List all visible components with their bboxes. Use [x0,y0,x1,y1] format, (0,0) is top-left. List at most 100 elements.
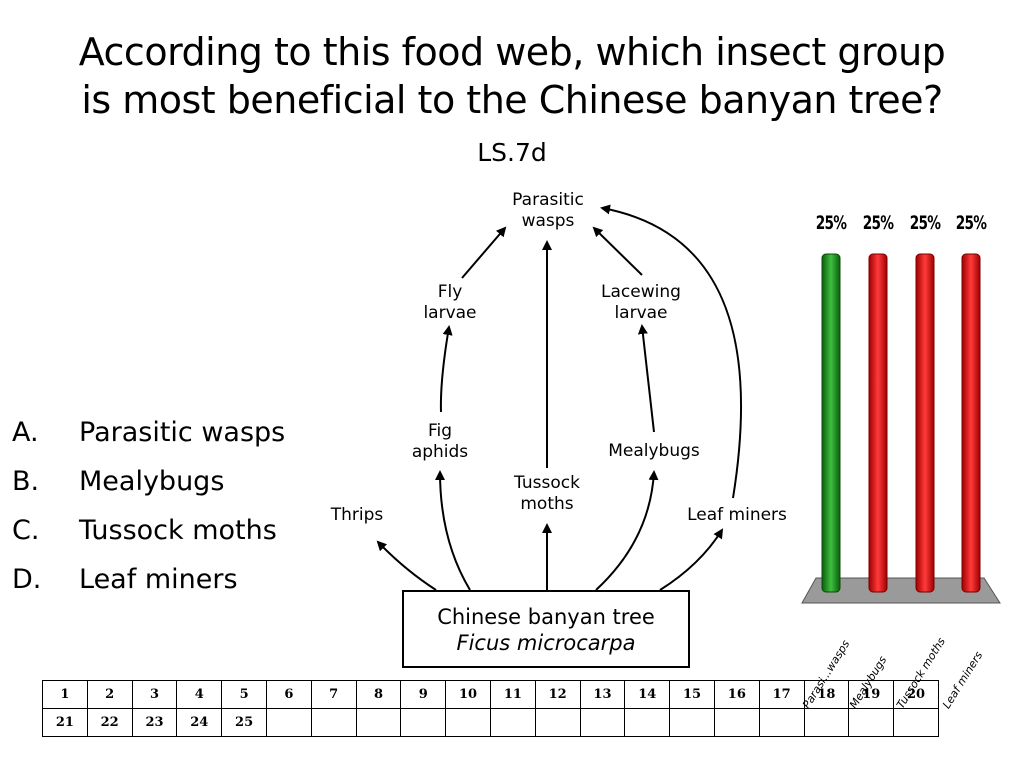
node-mealybugs: Mealybugs [596,441,712,462]
arrow-fig-aphids-to-fly-larvae [439,325,453,413]
answer-b[interactable]: B. Mealybugs [12,457,285,506]
node-label: larvae [423,303,477,323]
node-label: Leaf miners [687,505,787,525]
node-tussock-moths: Tussock moths [497,473,597,515]
grid-cell: 2 [86,680,133,709]
node-label: larvae [614,303,668,323]
answer-letter: C. [12,515,40,546]
answer-text: Mealybugs [79,466,225,497]
answer-letter: B. [12,466,40,497]
arrow-fly-larvae-to-parasitic-wasps [461,226,507,279]
grid-cell [579,708,626,737]
node-chinese-banyan-tree: Chinese banyan tree Ficus microcarpa [402,590,690,668]
grid-cell: 23 [131,708,178,737]
answer-a[interactable]: A. Parasitic wasps [12,408,285,457]
node-lacewing-larvae: Lacewing larvae [586,282,696,324]
node-leaf-miners: Leaf miners [674,505,800,526]
node-label: Lacewing [601,282,681,302]
chart-value-label: 25% [955,212,987,234]
grid-cell: 5 [221,680,267,709]
node-fly-larvae: Fly larvae [405,282,495,324]
grid-cell: 6 [265,680,312,709]
grid-cell [400,708,447,737]
arrow-tree-to-leaf-miners [659,528,724,591]
node-label: Parasitic [512,190,584,210]
grid-cell [803,708,850,737]
node-label: Tussock [514,473,580,493]
grid-cell: 21 [42,708,88,737]
chart-bar-1 [821,253,841,593]
chart-bar-2 [868,253,888,593]
grid-cell: 4 [176,680,223,709]
grid-cell [893,708,939,737]
node-label: Thrips [330,505,384,525]
arrow-tree-to-mealybugs [595,470,659,591]
arrow-tree-to-thrips [376,540,437,591]
node-label: aphids [411,442,469,462]
answer-choices: A. Parasitic wasps B. Mealybugs C. Tussock … [12,408,285,604]
grid-cell [355,708,402,737]
arrow-lacewing-larvae-to-parasitic-wasps [592,226,643,276]
grid-cell: 17 [758,680,805,709]
answer-text: Tussock moths [79,515,277,546]
grid-cell [310,708,357,737]
answer-c[interactable]: C. Tussock moths [12,506,285,555]
arrow-mealybugs-to-lacewing-larvae [637,324,655,433]
grid-cell [848,708,895,737]
answer-text: Parasitic wasps [79,417,286,448]
food-web-arrows [376,204,743,591]
grid-cell: 22 [86,708,133,737]
answer-letter: A. [12,417,39,448]
grid-cell [669,708,715,737]
chart-bar-3 [915,253,935,593]
grid-cell [489,708,536,737]
node-label: Fig [427,421,453,441]
grid-cell: 25 [221,708,267,737]
node-label: moths [520,494,574,514]
grid-cell: 11 [489,680,536,709]
node-label: Fly [437,282,463,302]
grid-cell [758,708,805,737]
node-parasitic-wasps: Parasitic wasps [498,190,598,232]
node-fig-aphids: Fig aphids [400,421,480,463]
grid-cell: 8 [355,680,402,709]
chart-value-label: 25% [862,212,894,234]
chart-value-label: 25% [815,212,847,234]
chart-category-label: Leaf miners [939,649,986,711]
grid-cell [265,708,312,737]
grid-cell [713,708,760,737]
grid-cell: 12 [534,680,581,709]
grid-cell: 10 [445,680,491,709]
answer-text: Leaf miners [79,564,238,595]
node-label: Mealybugs [608,441,700,461]
grid-cell [534,708,581,737]
grid-cell: 15 [669,680,715,709]
chart-value-label: 25% [909,212,941,234]
grid-cell: 13 [579,680,626,709]
arrow-leaf-miners-to-parasitic-wasps [600,204,743,499]
tree-common-name: Chinese banyan tree [437,605,655,629]
arrow-tree-to-fig-aphids [435,470,471,591]
answer-letter: D. [12,564,42,595]
grid-cell: 24 [176,708,223,737]
title-line-1: According to this food web, which insect… [78,30,946,74]
response-chart [801,253,1001,604]
node-label: wasps [521,211,575,231]
grid-cell: 3 [131,680,178,709]
grid-cell: 14 [624,680,671,709]
chart-bar-4 [961,253,981,593]
grid-cell: 7 [310,680,357,709]
grid-cell [445,708,491,737]
grid-cell: 19 [848,680,895,709]
grid-cell: 18 [803,680,850,709]
slide-title: According to this food web, which insect… [0,28,1024,124]
grid-cell [624,708,671,737]
grid-cell: 9 [400,680,447,709]
standard-code: LS.7d [477,138,547,167]
node-thrips: Thrips [322,505,392,526]
answer-d[interactable]: D. Leaf miners [12,555,285,604]
grid-cell: 16 [713,680,760,709]
